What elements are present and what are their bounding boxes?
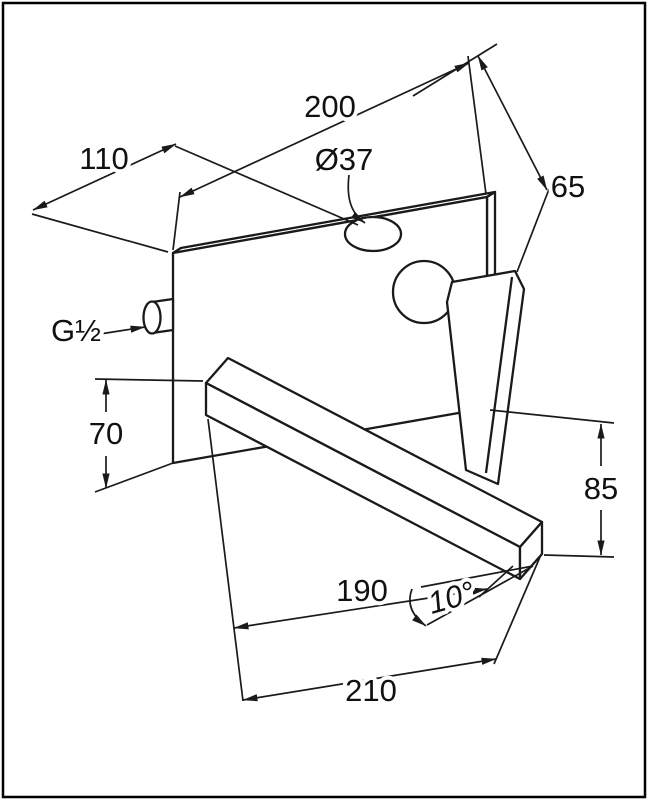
dim-label-110: 110 (79, 141, 128, 176)
dimension-plate-width: 200 (172, 55, 487, 251)
cartridge-sleeve (343, 215, 403, 253)
dim-label-85: 85 (584, 471, 618, 506)
handle-lever (445, 269, 526, 486)
dimension-top-right-depth: 65 (412, 43, 589, 273)
extension-line (207, 418, 244, 702)
dimension-line (179, 62, 470, 198)
extension-line (172, 191, 181, 251)
dimension-inlet-thread: G½ (47, 309, 146, 352)
dim-label-thread: G½ (51, 313, 101, 348)
extension-line (489, 409, 615, 424)
extension-line (412, 43, 498, 97)
handle-lever-edge (484, 276, 514, 474)
dimension-line (242, 657, 497, 702)
dim-label-210: 210 (345, 673, 397, 708)
angle-arc (409, 588, 427, 627)
extension-line (467, 55, 487, 195)
extension-line (94, 378, 204, 382)
dim-label-190: 190 (336, 573, 388, 608)
angle-ray (426, 565, 534, 626)
dimension-line (32, 143, 177, 211)
dimension-sleeve-diameter: Ø37 (311, 138, 377, 224)
dimension-spout-reach: 190 (233, 565, 514, 630)
leader-line (347, 174, 366, 224)
dimension-right-height: 85 (489, 409, 622, 558)
dimension-line (477, 55, 548, 191)
inlet-pipe-end (142, 300, 162, 335)
handle-base (391, 259, 457, 325)
dimension-total-reach: 210 (242, 556, 541, 712)
dim-label-70: 70 (89, 416, 123, 451)
dim-label-diameter: Ø37 (315, 142, 374, 177)
extension-line (516, 183, 552, 273)
dim-label-angle: 10° (424, 574, 479, 621)
extension-line (31, 213, 169, 253)
spout-end-face (518, 520, 544, 581)
extension-line (174, 145, 359, 226)
leader-line (99, 325, 146, 335)
extension-line (543, 554, 615, 558)
faucet-body (142, 190, 544, 581)
dimension-left-offset: 110 (31, 137, 359, 253)
dim-label-65: 65 (551, 169, 585, 204)
dimension-left-height: 70 (85, 378, 204, 493)
extension-line (493, 556, 541, 665)
dimension-line (233, 587, 488, 630)
dim-label-200: 200 (304, 89, 356, 124)
angle-ray (420, 565, 534, 588)
